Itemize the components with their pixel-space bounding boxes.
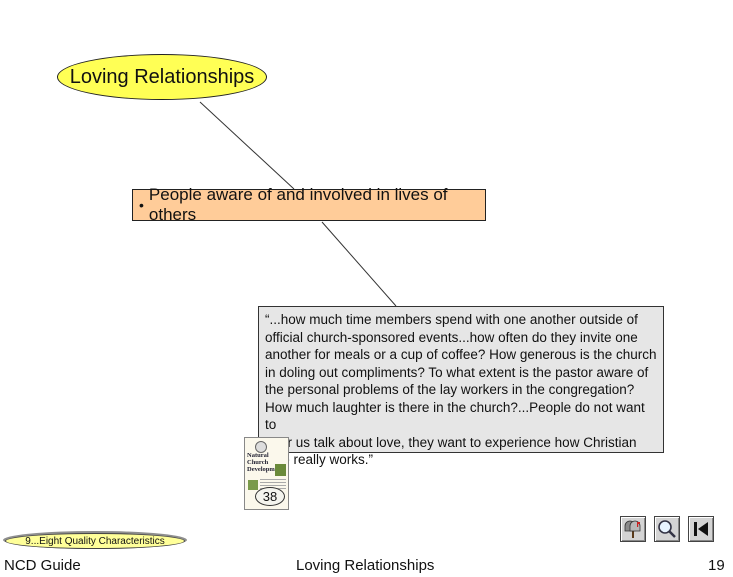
title-text: Loving Relationships xyxy=(69,65,255,88)
skip-to-start-icon xyxy=(694,522,708,536)
quote-line: the personal problems of the lay workers… xyxy=(265,382,635,397)
quote-line: official church-sponsored events...how o… xyxy=(265,329,638,345)
first-slide-button[interactable] xyxy=(688,516,714,542)
quote-line: in doling out compliments? To what exten… xyxy=(265,364,649,380)
footer-page-number: 19 xyxy=(708,557,725,574)
quote-box: “...how much time members spend with one… xyxy=(258,306,664,467)
book-page-number: 38 xyxy=(262,489,278,504)
book-page-badge: 38 xyxy=(255,487,285,506)
book-photo-icon xyxy=(275,464,286,476)
point-box: • People aware of and involved in lives … xyxy=(132,185,486,224)
mailbox-button[interactable] xyxy=(620,516,646,542)
quote-line: hear us talk about love, they want to ex… xyxy=(265,434,637,450)
book-photo-icon xyxy=(248,480,258,490)
magnifier-icon xyxy=(658,520,676,538)
nav-pill-label: 9...Eight Quality Characteristics xyxy=(25,535,165,547)
search-button[interactable] xyxy=(654,516,680,542)
footer-left: NCD Guide xyxy=(4,557,81,574)
quote-line: “...how much time members spend with one… xyxy=(265,312,638,327)
book-text-lines xyxy=(260,479,286,489)
connector-point-to-quote xyxy=(321,221,397,307)
book-logo-icon xyxy=(255,441,267,453)
mailbox-icon xyxy=(624,520,641,538)
quote-line: love really works.” xyxy=(265,452,374,467)
book-cover-thumbnail[interactable]: Natural Church Development xyxy=(244,437,289,510)
book-title: Natural Church Development xyxy=(247,452,284,473)
connector-title-to-point xyxy=(199,101,295,190)
quote-line: another for meals or a cup of coffee? Ho… xyxy=(265,347,657,362)
quote-line: How much laughter is there in the church… xyxy=(265,399,645,433)
nav-pill-button[interactable]: 9...Eight Quality Characteristics xyxy=(5,533,185,549)
footer-center: Loving Relationships xyxy=(296,557,435,574)
title-oval: Loving Relationships xyxy=(57,54,267,100)
bullet-icon: • xyxy=(139,197,144,213)
point-text: People aware of and involved in lives of… xyxy=(148,185,448,224)
